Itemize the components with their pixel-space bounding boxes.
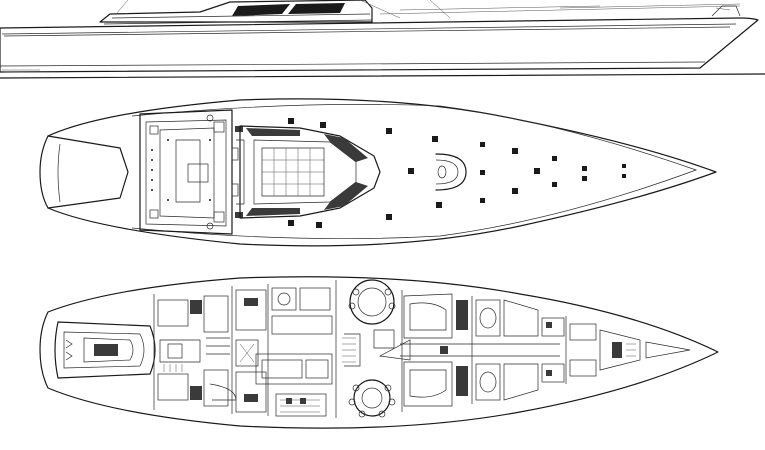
deck-hatches [288,118,626,228]
deck-plan-view [39,98,717,247]
side-profile-view [0,0,765,79]
interior-layout-view [39,276,719,429]
